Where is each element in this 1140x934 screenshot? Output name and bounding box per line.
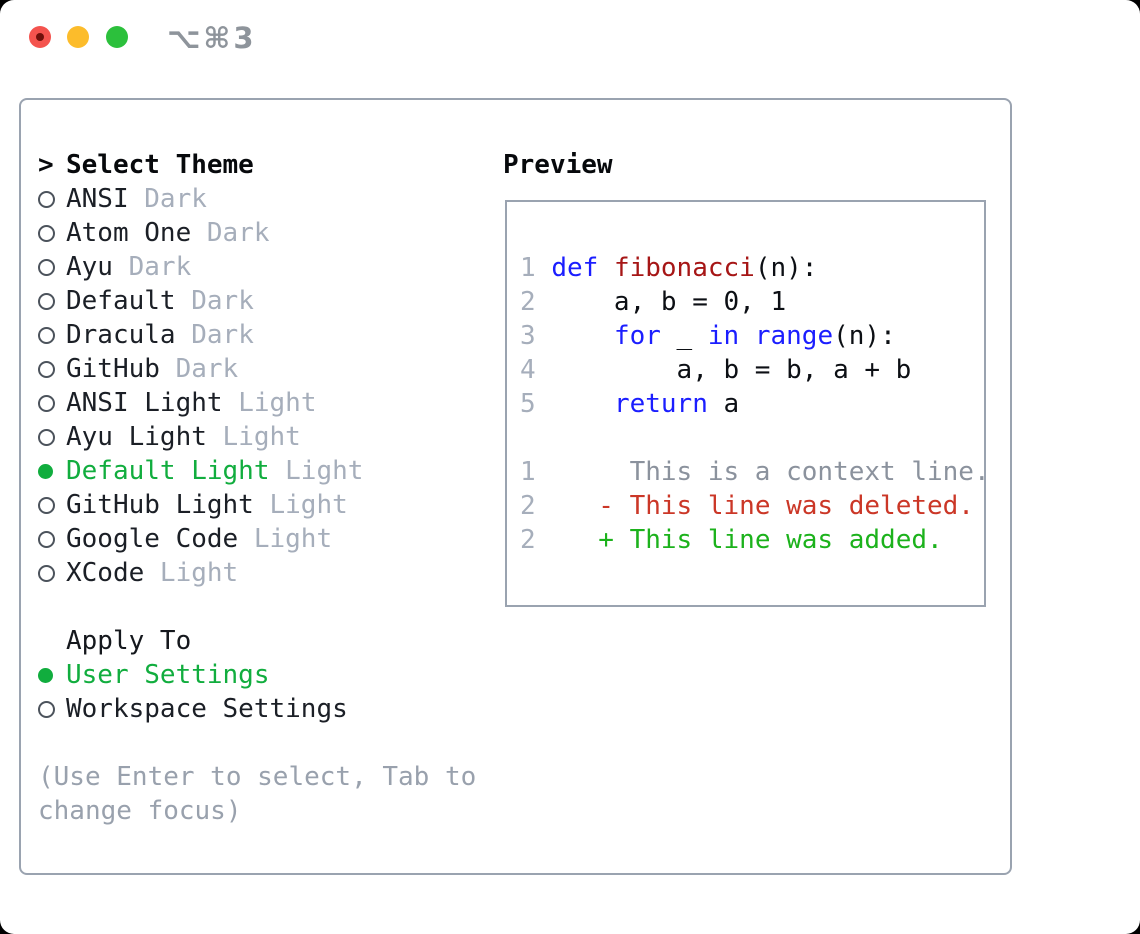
apply-option-label: Workspace Settings bbox=[66, 694, 348, 724]
theme-name: GitHub bbox=[66, 354, 160, 384]
preview-line: 4 a, b = b, a + b bbox=[520, 355, 912, 385]
preview-box: 1 def fibonacci(n): 2 a, b = 0, 1 3 for _ … bbox=[505, 200, 990, 607]
apply-option-workspace-settings[interactable]: Workspace Settings bbox=[38, 692, 476, 726]
theme-option-ansi-light[interactable]: ANSI Light Light bbox=[38, 386, 476, 420]
theme-name: Dracula bbox=[66, 320, 176, 350]
radio-icon bbox=[38, 224, 55, 242]
theme-name: Default Light bbox=[66, 456, 270, 486]
theme-name: Ayu Light bbox=[66, 422, 207, 452]
theme-variant: Light bbox=[238, 524, 333, 554]
preview-column: Preview 1 def fibonacci(n): 2 a, b = 0, 1… bbox=[503, 148, 990, 607]
select-theme-header: > Select Theme bbox=[38, 148, 476, 182]
theme-variant: Dark bbox=[112, 252, 192, 282]
theme-variant: Dark bbox=[175, 286, 254, 316]
radio-icon bbox=[38, 496, 55, 514]
theme-option-github-light[interactable]: GitHub Light Light bbox=[38, 488, 476, 522]
theme-option-github[interactable]: GitHub Dark bbox=[38, 352, 476, 386]
theme-name: Ayu bbox=[66, 252, 113, 282]
window-shortcut-label: ⌥⌘3 bbox=[167, 21, 257, 55]
theme-name: ANSI Light bbox=[66, 388, 223, 418]
focus-caret-icon: > bbox=[38, 150, 54, 180]
preview-code: 1 def fibonacci(n): 2 a, b = 0, 1 3 for _ … bbox=[520, 251, 990, 557]
radio-icon bbox=[38, 428, 55, 446]
preview-title: Preview bbox=[503, 150, 613, 180]
theme-name: GitHub Light bbox=[66, 490, 254, 520]
theme-option-google-code[interactable]: Google Code Light bbox=[38, 522, 476, 556]
radio-icon bbox=[38, 564, 55, 582]
preview-line bbox=[520, 421, 984, 455]
preview-line: 2 a, b = 0, 1 bbox=[520, 287, 787, 317]
theme-variant: Dark bbox=[175, 320, 254, 350]
preview-line: 2 + This line was added. bbox=[520, 525, 943, 555]
theme-variant: Light bbox=[269, 456, 364, 486]
radio-icon bbox=[38, 360, 55, 378]
titlebar: ⌥⌘3 bbox=[0, 0, 1140, 97]
theme-option-dracula[interactable]: Dracula Dark bbox=[38, 318, 476, 352]
radio-icon bbox=[38, 258, 55, 276]
preview-line: 1 def fibonacci(n): bbox=[520, 253, 818, 283]
preview-line: 1 This is a context line. bbox=[520, 457, 990, 487]
theme-option-default-light[interactable]: Default Light Light bbox=[38, 454, 476, 488]
apply-to-title: Apply To bbox=[66, 626, 192, 656]
theme-option-ayu-light[interactable]: Ayu Light Light bbox=[38, 420, 476, 454]
theme-name: XCode bbox=[66, 558, 145, 588]
theme-variant: Light bbox=[222, 388, 317, 418]
theme-name: Google Code bbox=[66, 524, 239, 554]
radio-selected-icon bbox=[38, 667, 53, 683]
preview-line: 2 - This line was deleted. bbox=[520, 491, 974, 521]
spacer-row bbox=[38, 590, 476, 624]
apply-to-header: Apply To bbox=[38, 624, 476, 658]
close-button[interactable] bbox=[29, 26, 51, 48]
apply-option-user-settings[interactable]: User Settings bbox=[38, 658, 476, 692]
help-text-line-1: (Use Enter to select, Tab to bbox=[38, 762, 477, 792]
theme-name: Atom One bbox=[66, 218, 192, 248]
theme-name: Default bbox=[66, 286, 176, 316]
theme-option-ansi[interactable]: ANSI Dark bbox=[38, 182, 476, 216]
select-theme-title: Select Theme bbox=[66, 150, 254, 180]
theme-variant: Light bbox=[206, 422, 301, 452]
apply-option-label: User Settings bbox=[66, 660, 270, 690]
zoom-button[interactable] bbox=[106, 26, 128, 48]
preview-line: 5 return a bbox=[520, 389, 740, 419]
radio-icon bbox=[38, 394, 55, 412]
theme-variant: Dark bbox=[191, 218, 270, 248]
theme-variant: Dark bbox=[159, 354, 239, 384]
radio-icon bbox=[38, 700, 55, 718]
radio-selected-icon bbox=[38, 463, 53, 479]
spacer-row bbox=[38, 726, 476, 760]
preview-line: 3 for _ in range(n): bbox=[520, 321, 896, 351]
theme-variant: Light bbox=[144, 558, 239, 588]
theme-option-ayu[interactable]: Ayu Dark bbox=[38, 250, 476, 284]
radio-icon bbox=[38, 326, 55, 344]
theme-option-atom-one[interactable]: Atom One Dark bbox=[38, 216, 476, 250]
radio-icon bbox=[38, 190, 55, 208]
minimize-button[interactable] bbox=[67, 26, 89, 48]
help-text-line-2: change focus) bbox=[38, 796, 242, 826]
theme-variant: Light bbox=[253, 490, 348, 520]
radio-icon bbox=[38, 530, 55, 548]
theme-option-xcode[interactable]: XCode Light bbox=[38, 556, 476, 590]
theme-option-default[interactable]: Default Dark bbox=[38, 284, 476, 318]
theme-variant: Dark bbox=[128, 184, 207, 214]
theme-name: ANSI bbox=[66, 184, 129, 214]
radio-icon bbox=[38, 292, 55, 310]
